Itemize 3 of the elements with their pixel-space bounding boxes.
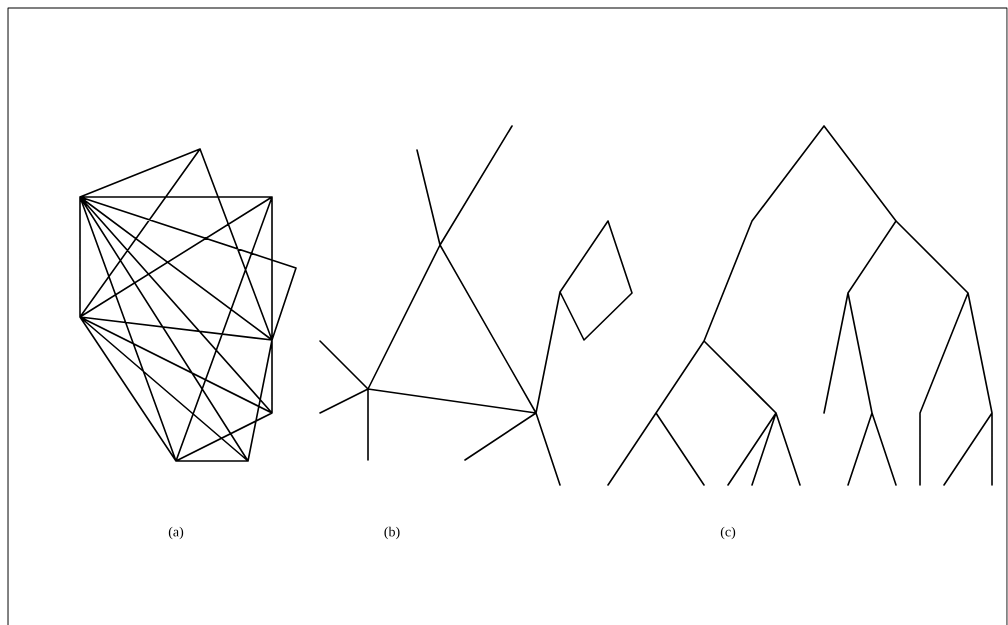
figure-label: (c)	[720, 526, 736, 540]
figure-label: (b)	[384, 526, 400, 540]
figure-label: (a)	[168, 526, 184, 540]
